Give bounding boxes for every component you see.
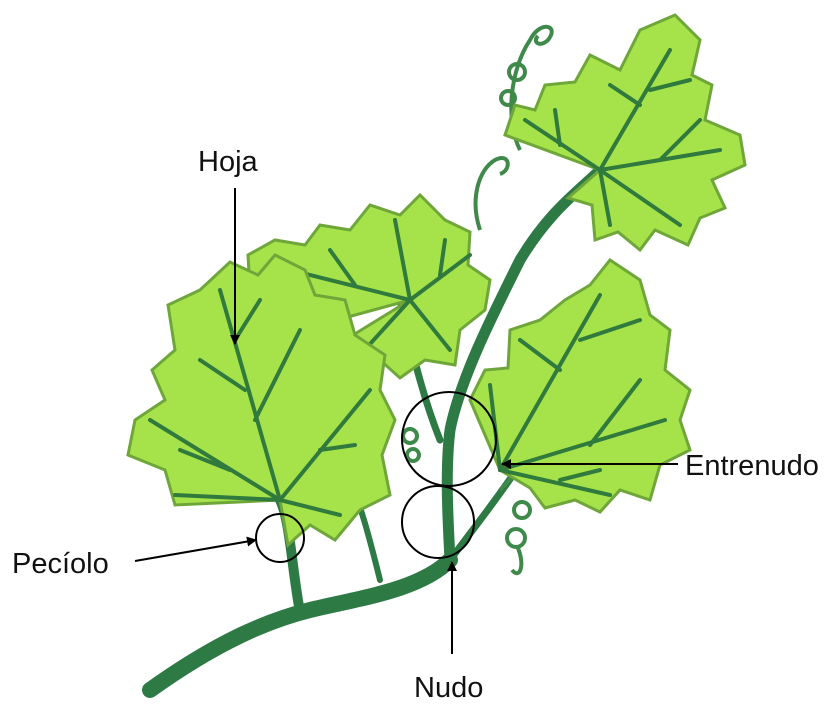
nudo-circle xyxy=(402,486,474,558)
label-nudo: Nudo xyxy=(414,672,483,705)
label-hoja: Hoja xyxy=(198,146,258,179)
leaf-top-right xyxy=(505,15,745,250)
label-peciolo: Pecíolo xyxy=(12,548,109,581)
label-entrenudo: Entrenudo xyxy=(685,450,819,483)
peciolo-arrow xyxy=(135,540,256,561)
